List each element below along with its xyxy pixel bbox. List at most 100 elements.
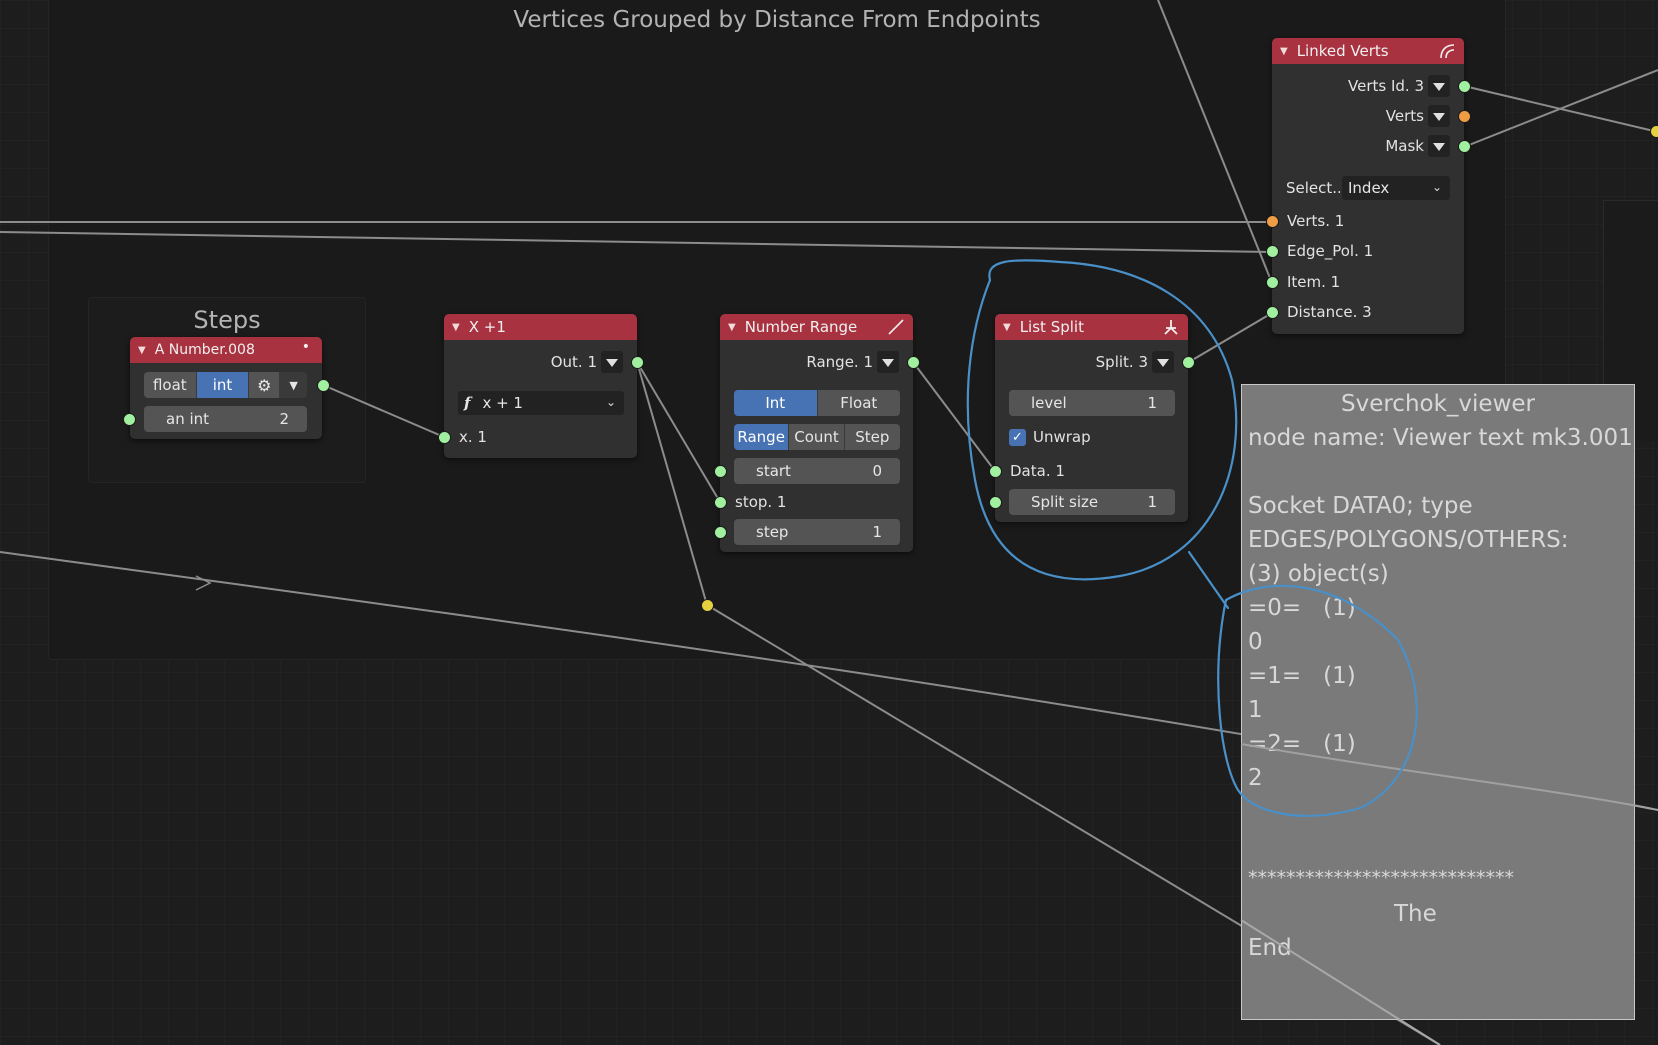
stop-input-label: stop. 1 [735,493,787,511]
mode-float-button[interactable]: float [144,372,197,398]
distance-input-socket[interactable] [1266,306,1279,319]
viewer-socket-line-2: EDGES/POLYGONS/OTHERS: [1248,527,1569,553]
node-list-split-title: List Split [1019,318,1084,336]
function-icon: f [464,394,471,412]
node-list-split[interactable]: ▼ List Split Split. 3 level 1 ✓ Unwrap D… [989,314,1195,522]
split-size-field[interactable]: Split size 1 [1009,489,1175,515]
chevron-down-icon: ⌄ [605,395,616,409]
collapse-triangle-icon[interactable]: ▼ [1280,45,1288,57]
mode-range-button[interactable]: Range [734,424,790,450]
node-linked-verts-header[interactable]: ▼ Linked Verts [1272,38,1464,64]
viewer-item-1-value: 1 [1248,697,1263,723]
item-input-label: Item. 1 [1287,273,1341,291]
collapse-triangle-icon[interactable]: ▼ [728,321,736,333]
link-range-to-data [912,361,996,472]
verts-output-socket[interactable] [1458,110,1471,123]
data-input-label: Data. 1 [1010,462,1065,480]
range-line-icon [888,319,904,335]
an-int-field[interactable]: an int 2 [144,406,307,432]
viewer-title: Sverchok_viewer [1341,391,1535,417]
node-number-range[interactable]: ▼ Number Range Range. 1 Int Float Range … [714,314,920,552]
viewer-footer-2: End [1248,935,1292,961]
mode-step-button[interactable]: Step [844,424,900,450]
verts-dropdown[interactable] [1428,105,1450,127]
verts-input-socket[interactable] [1266,215,1279,228]
verts-input-label: Verts. 1 [1287,212,1345,230]
reroute-node[interactable] [701,599,714,612]
select-mode-dropdown[interactable]: Index ⌄ [1342,176,1450,200]
viewer-item-1-header: =1= (1) [1248,663,1356,689]
item-input-socket[interactable] [1266,276,1279,289]
node-x-plus-1-header[interactable]: ▼ X +1 [444,314,637,340]
a-number-input-socket[interactable] [123,413,136,426]
mode-selector[interactable]: float int ⚙ ▼ [144,372,307,398]
level-label: level [1031,394,1067,412]
node-linked-verts-title: Linked Verts [1296,42,1389,60]
start-label: start [756,462,791,480]
viewer-item-0-header: =0= (1) [1248,595,1356,621]
step-input-socket[interactable] [714,526,727,539]
type-int-button[interactable]: Int [734,390,818,416]
mask-dropdown[interactable] [1428,135,1450,157]
collapse-triangle-icon[interactable]: ▼ [1003,321,1011,333]
mask-output-label: Mask [1385,137,1424,155]
mode-count-button[interactable]: Count [789,424,845,450]
node-list-split-header[interactable]: ▼ List Split [995,314,1188,340]
reroute-node-edge[interactable] [1650,125,1658,138]
edge-pol-input-socket[interactable] [1266,245,1279,258]
split-dropdown[interactable] [1152,351,1174,373]
start-input-socket[interactable] [714,465,727,478]
an-int-value: 2 [279,410,289,428]
node-linked-verts[interactable]: ▼ Linked Verts Verts Id. 3 Verts Mask Se… [1266,38,1471,334]
type-selector[interactable]: Int Float [734,390,900,416]
split-size-value: 1 [1147,493,1157,511]
step-field[interactable]: step 1 [734,519,900,545]
step-value: 1 [872,523,882,541]
split-output-socket[interactable] [1182,356,1195,369]
viewer-item-2-value: 2 [1248,765,1263,791]
x-input-label: x. 1 [459,428,487,446]
range-mode-selector[interactable]: Range Count Step [734,424,900,450]
node-x-plus-1[interactable]: ▼ X +1 Out. 1 f x + 1 ⌄ x. 1 [438,314,644,458]
unwrap-checkbox[interactable]: ✓ [1009,428,1026,446]
out-output-socket[interactable] [631,356,644,369]
stop-input-socket[interactable] [714,496,727,509]
node-a-number[interactable]: ▼ A Number.008 • float int ⚙ ▼ an int 2 [123,337,330,439]
link-reroute-arrow [195,575,212,591]
link-edgepol-in [0,231,1273,253]
formula-select[interactable]: f x + 1 ⌄ [458,391,624,415]
an-int-label: an int [166,410,210,428]
unwrap-checkbox-row[interactable]: ✓ Unwrap [995,426,1188,448]
viewer-object-count: (3) object(s) [1248,561,1389,587]
node-a-number-title: A Number.008 [154,342,255,358]
options-dropdown[interactable]: ▼ [280,372,307,398]
split-size-input-socket[interactable] [989,496,1002,509]
level-field[interactable]: level 1 [1009,390,1175,416]
out-dropdown[interactable] [601,351,623,373]
x-input-socket[interactable] [438,431,451,444]
verts-id-dropdown[interactable] [1428,75,1450,97]
split-size-label: Split size [1031,493,1099,511]
split-icon [1164,320,1178,335]
viewer-item-2-header: =2= (1) [1248,731,1356,757]
range-output-label: Range. 1 [806,353,873,371]
viewer-text-panel[interactable]: Sverchok_viewer node name: Viewer text m… [1241,384,1635,1020]
unwrap-label: Unwrap [1033,428,1091,446]
mode-int-button[interactable]: int [196,372,250,398]
start-field[interactable]: start 0 [734,458,900,484]
gear-icon[interactable]: ⚙ [249,372,281,398]
range-output-socket[interactable] [907,356,920,369]
range-dropdown[interactable] [877,351,899,373]
a-number-output-socket[interactable] [317,379,330,392]
node-number-range-header[interactable]: ▼ Number Range [720,314,913,340]
collapse-triangle-icon[interactable]: ▼ [138,344,146,356]
mask-output-socket[interactable] [1458,140,1471,153]
type-float-button[interactable]: Float [817,390,900,416]
viewer-footer-1: The [1394,901,1437,927]
data-input-socket[interactable] [989,465,1002,478]
linked-verts-icon [1440,44,1455,59]
node-a-number-header[interactable]: ▼ A Number.008 • [130,337,322,363]
collapse-triangle-icon[interactable]: ▼ [452,321,460,333]
link-out-to-reroute [636,361,708,606]
verts-id-output-socket[interactable] [1458,80,1471,93]
